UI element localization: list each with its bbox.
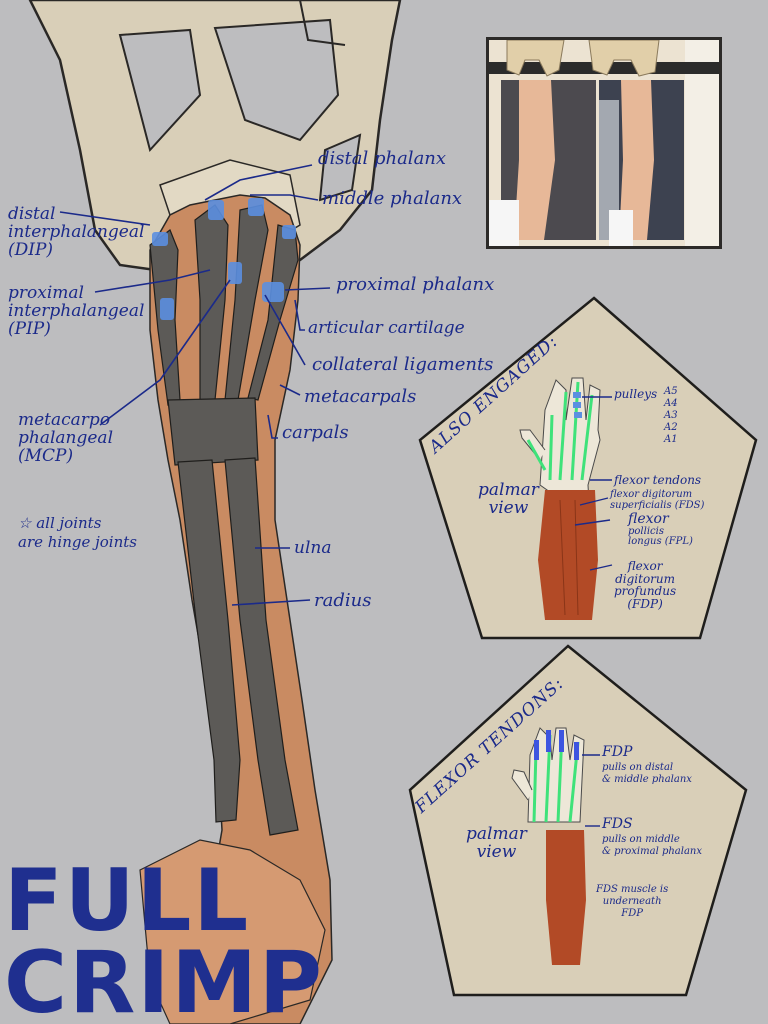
label-tendons-fdp: FDP pulls on distal & middle phalanx: [602, 744, 692, 787]
label-radius: radius: [314, 590, 372, 611]
label-fdp-line-4: (FDP): [627, 596, 663, 611]
label-fdp: flexor digitorum profundus (FDP): [614, 560, 676, 610]
title-line-2: CRIMP: [4, 933, 324, 1024]
label-pulleys: pulleys: [614, 387, 658, 401]
label-collateral-ligaments: collateral ligaments: [312, 354, 494, 375]
label-ulna: ulna: [294, 538, 332, 558]
label-metacarpals: metacarpals: [304, 386, 417, 407]
label-mcp-line-1: metacarpo: [18, 410, 111, 430]
label-fpl-line-1: flexor: [628, 511, 669, 527]
label-carpals: carpals: [282, 422, 349, 443]
panel-tendons-view-label: palmar view: [466, 824, 527, 862]
radius-bone: [177, 459, 241, 823]
label-pip-line-1: proximal: [8, 283, 84, 303]
label-tendons-fdp-line-1: FDP: [602, 744, 633, 760]
pulley-list: A5 A4 A3 A2 A1: [664, 386, 678, 446]
label-tendons-fds-line-2: pulls on middle: [602, 833, 680, 845]
label-fds-line-2: superficialis (FDS): [610, 499, 705, 511]
title-line-1: FULL: [4, 851, 251, 951]
label-tendons-fds: FDS pulls on middle & proximal phalanx: [602, 816, 702, 859]
label-fds: flexor digitorum superficialis (FDS): [610, 489, 705, 511]
label-dip-line-1: distal: [8, 204, 56, 224]
label-articular-cartilage: articular cartilage: [308, 318, 465, 338]
label-tendons-note-line-1: FDS muscle is: [596, 884, 669, 895]
label-fdp-line-3: profundus: [614, 584, 677, 599]
label-tendons-note-line-3: FDP: [621, 908, 643, 919]
label-flexor-tendons: flexor tendons: [614, 473, 702, 487]
label-pip-line-2: interphalangeal: [8, 300, 145, 321]
label-fdp-line-2: digitorum: [615, 571, 676, 586]
carpals-bones: [167, 397, 259, 466]
pulley-a4: A4: [664, 398, 678, 409]
note-line-1: ☆ all joints: [18, 514, 102, 532]
label-dip-line-3: (DIP): [8, 239, 54, 260]
ulna-bone: [224, 457, 299, 836]
label-middle-phalanx: middle phalanx: [322, 188, 463, 209]
label-pip-line-3: (PIP): [8, 318, 51, 339]
label-fpl: flexor pollicis longus (FPL): [628, 512, 693, 548]
bones: [149, 204, 299, 836]
note-line-2: are hinge joints: [18, 532, 137, 551]
pulley-a5: A5: [664, 386, 678, 397]
panel-engaged-view-line-2: view: [488, 497, 529, 518]
label-dip-line-2: interphalangeal: [8, 221, 145, 242]
label-pip: proximal interphalangeal (PIP): [8, 283, 145, 339]
label-tendons-note: FDS muscle is underneath FDP: [596, 884, 668, 920]
panel-engaged-view-label: palmar view: [478, 480, 539, 518]
panel-engaged-view-line-1: palmar: [478, 480, 539, 500]
label-tendons-fds-line-1: FDS: [602, 816, 633, 832]
label-fdp-line-1: flexor: [627, 559, 663, 573]
label-tendons-note-line-2: underneath: [602, 896, 662, 907]
pulley-a1: A1: [664, 434, 678, 445]
label-tendons-fds-line-3: & proximal phalanx: [602, 846, 702, 857]
articular-cartilage-marks: [152, 198, 296, 320]
panel-tendons-view-line-2: view: [476, 841, 517, 862]
pulley-a3: A3: [664, 410, 678, 421]
label-fpl-line-3: longus (FPL): [628, 536, 693, 548]
label-mcp: metacarpo phalangeal (MCP): [18, 410, 114, 466]
label-proximal-phalanx: proximal phalanx: [336, 274, 495, 295]
label-mcp-line-3: (MCP): [18, 445, 74, 466]
label-tendons-fdp-line-3: & middle phalanx: [602, 774, 692, 785]
hinge-joint-note: ☆ all joints are hinge joints: [18, 514, 137, 552]
reference-photo: [486, 37, 722, 249]
label-tendons-fdp-line-2: pulls on distal: [602, 761, 674, 773]
label-distal-phalanx: distal phalanx: [318, 148, 447, 169]
label-fds-line-1: flexor digitorum: [610, 489, 693, 500]
photo-illustration: [489, 40, 719, 246]
label-dip: distal interphalangeal (DIP): [8, 204, 145, 260]
label-fpl-line-2: pollicis: [628, 525, 664, 537]
panel-tendons-view-line-1: palmar: [466, 824, 527, 844]
pulley-a2: A2: [664, 422, 678, 433]
leader-lines: [59, 164, 331, 606]
label-mcp-line-2: phalangeal: [18, 427, 114, 448]
